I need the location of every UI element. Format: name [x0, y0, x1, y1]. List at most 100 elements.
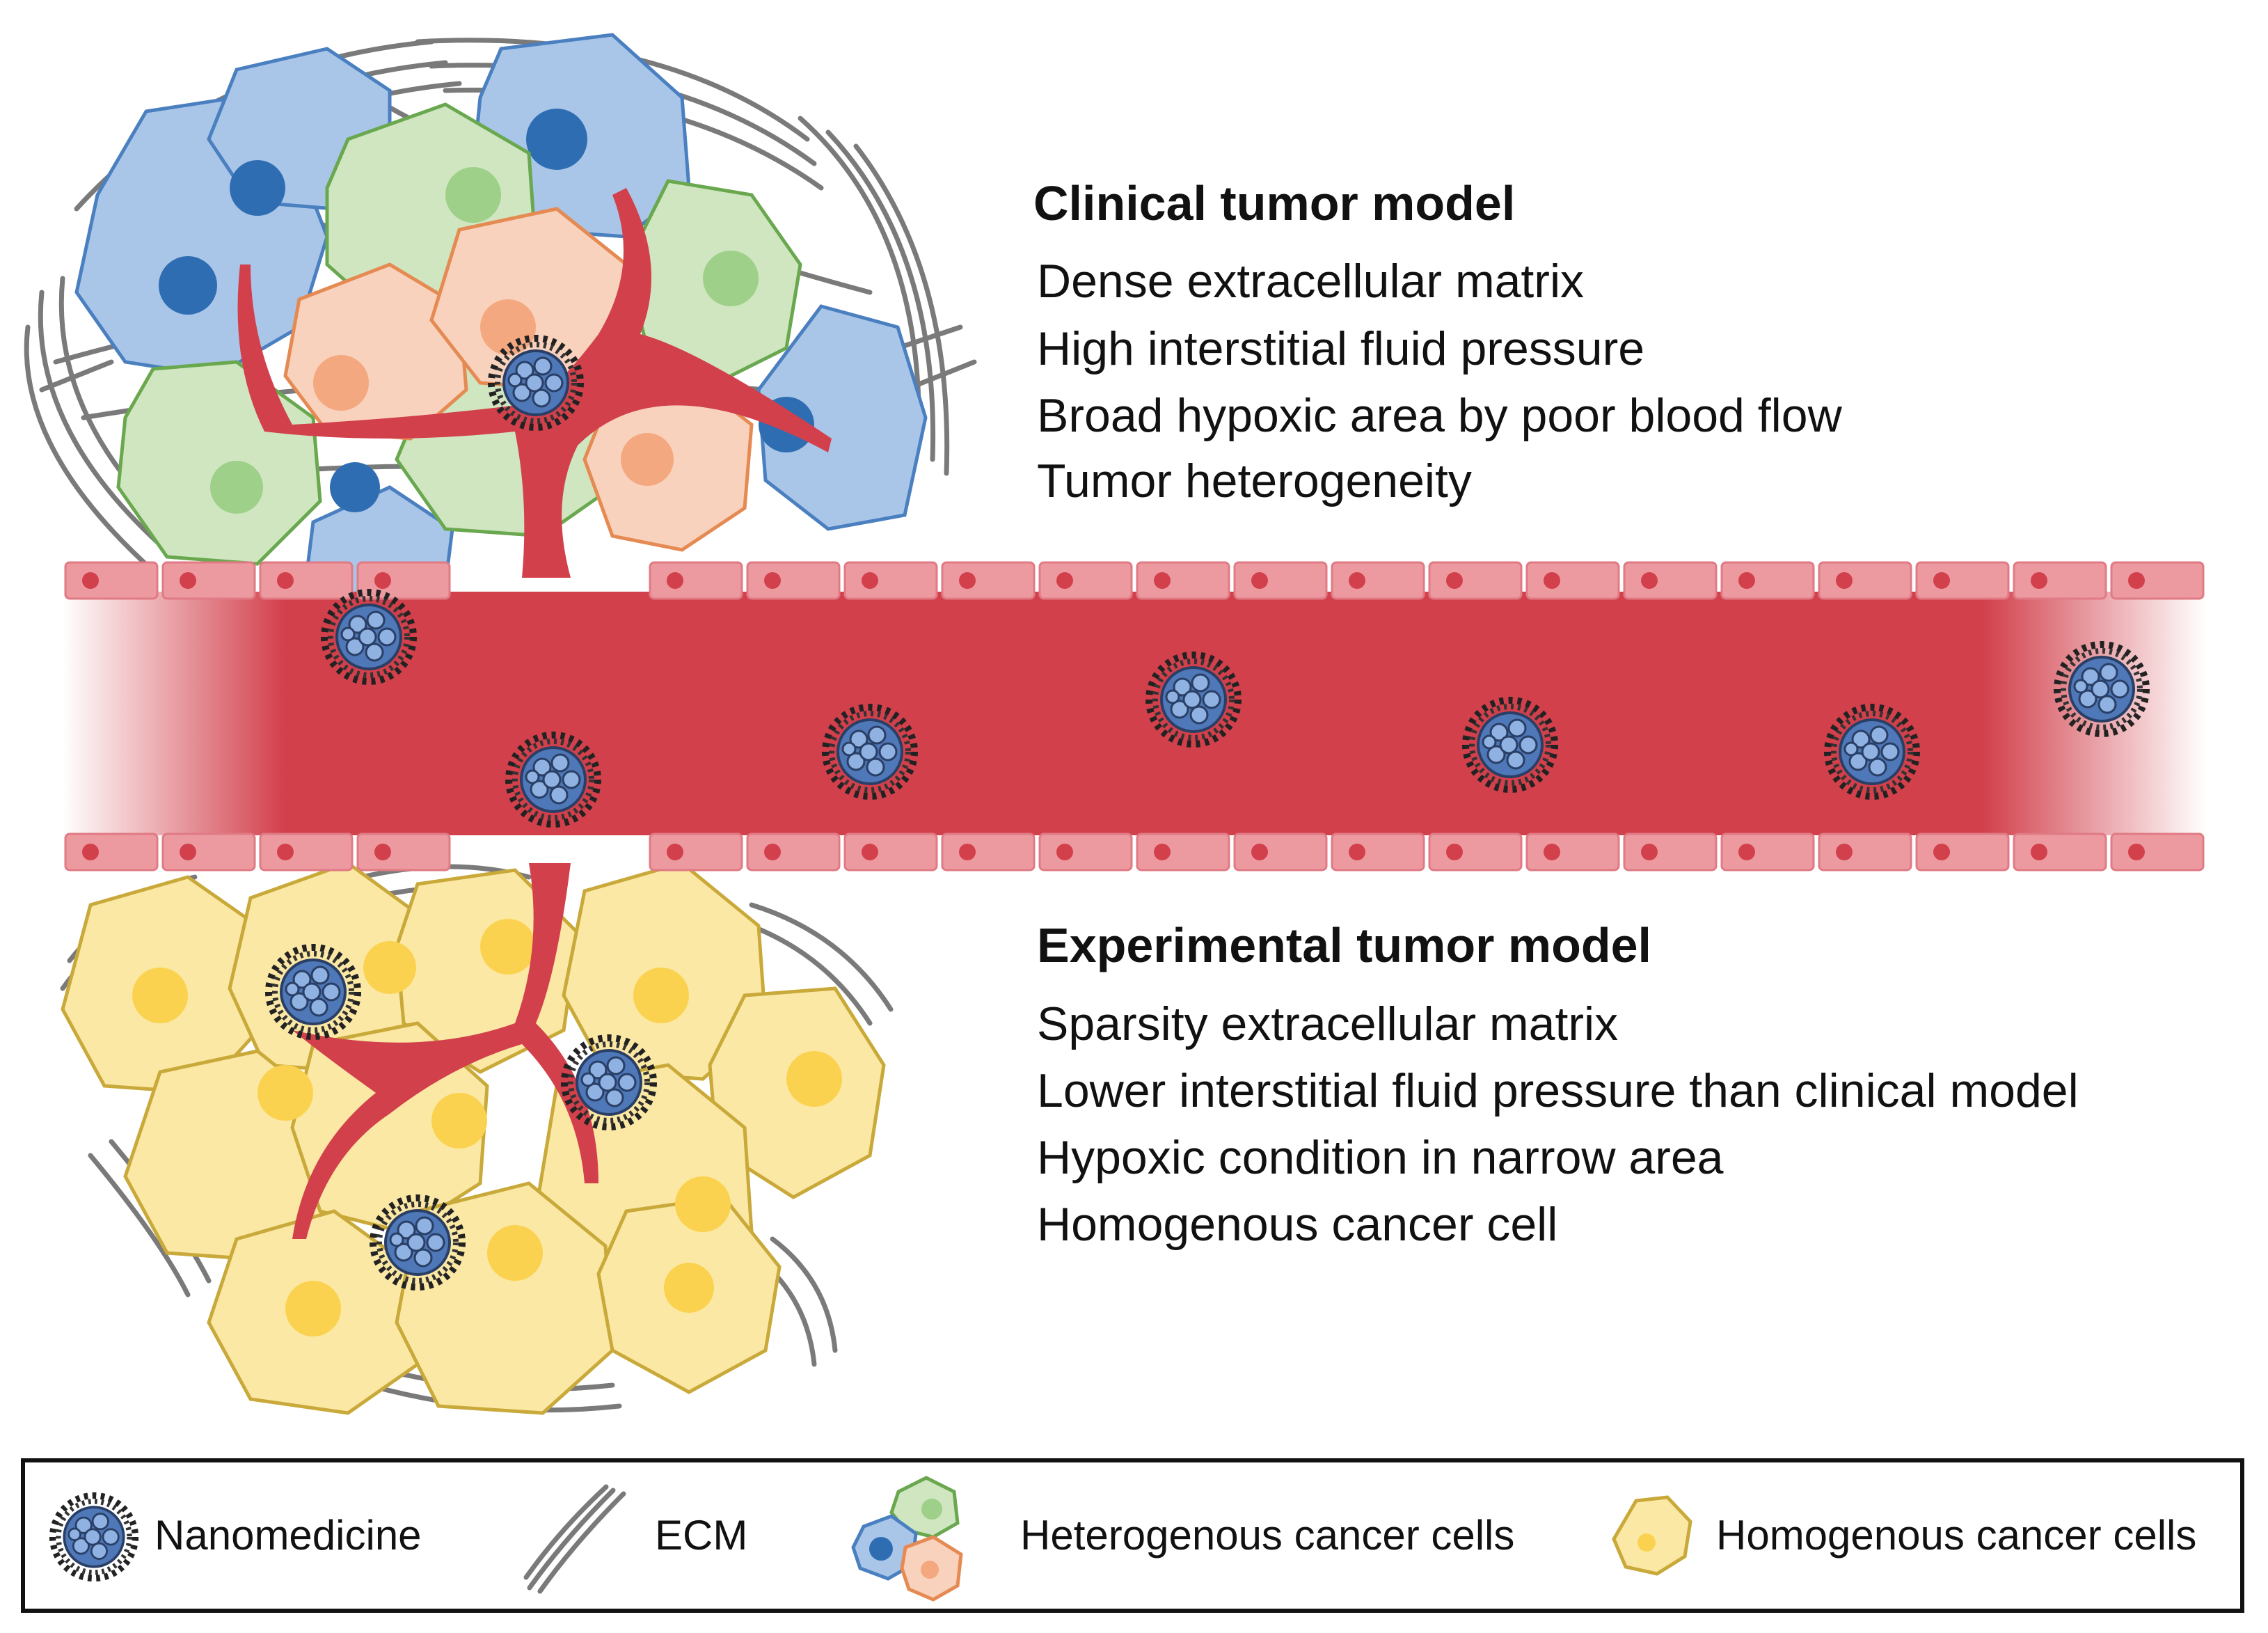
endothelial-cell: [1038, 833, 1133, 871]
endothelial-nucleus: [2031, 572, 2047, 589]
endothelial-nucleus: [1836, 572, 1853, 589]
endothelial-cell: [649, 561, 743, 600]
heterogenous-cells-icon: [851, 1476, 963, 1602]
endothelial-cell: [1818, 833, 1912, 871]
vessel-wall-bottom: [64, 833, 2205, 871]
endothelial-nucleus: [1738, 844, 1755, 860]
endothelial-nucleus: [1349, 572, 1365, 589]
endothelial-nucleus: [1154, 844, 1171, 860]
endothelial-cell: [161, 561, 256, 600]
endothelial-cell: [1136, 561, 1230, 600]
tumor-capillary-experimental: [292, 863, 598, 1239]
experimental-point: Lower interstitial fluid pressure than c…: [1037, 1064, 2079, 1117]
endothelial-cell: [2110, 833, 2205, 871]
endothelial-cell: [259, 561, 354, 600]
endothelial-nucleus: [1933, 844, 1950, 860]
endothelial-nucleus: [667, 572, 683, 589]
legend-nanomedicine-label: Nanomedicine: [154, 1512, 422, 1559]
nanomedicine-icon: [49, 1492, 139, 1582]
endothelial-nucleus: [1738, 572, 1755, 589]
endothelial-cell: [64, 833, 159, 871]
endothelial-nucleus: [959, 844, 976, 860]
endothelial-cell: [941, 833, 1036, 871]
endothelial-nucleus: [1251, 572, 1268, 589]
endothelial-nucleus: [1056, 844, 1073, 860]
endothelial-nucleus: [1154, 572, 1171, 589]
endothelial-nucleus: [1641, 844, 1658, 860]
endothelial-nucleus: [180, 844, 196, 860]
endothelial-nucleus: [277, 844, 294, 860]
endothelial-nucleus: [1446, 572, 1463, 589]
endothelial-cell: [1623, 833, 1718, 871]
endothelial-nucleus: [1544, 844, 1560, 860]
endothelial-cell: [1428, 561, 1523, 600]
endothelial-cell: [2013, 561, 2107, 600]
endothelial-nucleus: [1933, 572, 1950, 589]
endothelial-cell: [1525, 561, 1620, 600]
endothelial-nucleus: [82, 572, 99, 589]
endothelial-cell: [161, 833, 256, 871]
endothelial-cell: [356, 561, 451, 600]
clinical-point: High interstitial fluid pressure: [1037, 322, 1645, 375]
vessel-wall-top: [64, 561, 2205, 600]
endothelial-nucleus: [374, 572, 391, 589]
clinical-point: Broad hypoxic area by poor blood flow: [1037, 389, 1842, 442]
endothelial-nucleus: [374, 844, 391, 860]
endothelial-nucleus: [1349, 844, 1365, 860]
endothelial-cell: [2013, 833, 2107, 871]
endothelial-cell: [1623, 561, 1718, 600]
endothelial-cell: [1525, 833, 1620, 871]
endothelial-nucleus: [667, 844, 683, 860]
clinical-point: Dense extracellular matrix: [1037, 255, 1585, 308]
endothelial-cell: [1038, 561, 1133, 600]
endothelial-cell: [746, 833, 841, 871]
endothelial-nucleus: [764, 572, 781, 589]
endothelial-cell: [2110, 561, 2205, 600]
endothelial-cell: [1233, 561, 1328, 600]
endothelial-nucleus: [862, 844, 878, 860]
endothelial-nucleus: [2128, 844, 2145, 860]
endothelial-nucleus: [277, 572, 294, 589]
endothelial-cell: [1331, 561, 1425, 600]
endothelial-nucleus: [1251, 844, 1268, 860]
heterogenous-tumor-cells: [74, 33, 928, 601]
endothelial-nucleus: [1446, 844, 1463, 860]
endothelial-nucleus: [2128, 572, 2145, 589]
endothelial-cell: [1720, 561, 1815, 600]
endothelial-cell: [1331, 833, 1425, 871]
endothelial-nucleus: [862, 572, 878, 589]
endothelial-nucleus: [2031, 844, 2047, 860]
endothelial-cell: [356, 833, 451, 871]
endothelial-cell: [1818, 561, 1912, 600]
endothelial-cell: [1720, 833, 1815, 871]
experimental-model-title: Experimental tumor model: [1037, 918, 1651, 972]
endothelial-cell: [1233, 833, 1328, 871]
endothelial-cell: [941, 561, 1036, 600]
endothelial-nucleus: [764, 844, 781, 860]
endothelial-cell: [649, 833, 743, 871]
endothelial-nucleus: [180, 572, 196, 589]
endothelial-cell: [843, 833, 938, 871]
endothelial-cell: [64, 561, 159, 600]
endothelial-cell: [1428, 833, 1523, 871]
endothelial-nucleus: [1056, 572, 1073, 589]
clinical-model-title: Clinical tumor model: [1033, 176, 1516, 230]
clinical-point: Tumor heterogeneity: [1037, 455, 1472, 507]
experimental-point: Sparsity extracellular matrix: [1037, 997, 1619, 1050]
legend-heterogenous-label: Heterogenous cancer cells: [1020, 1512, 1515, 1559]
legend: Nanomedicine ECM Heterogenous cancer cel…: [21, 1458, 2244, 1613]
endothelial-cell: [1136, 833, 1230, 871]
endothelial-cell: [843, 561, 938, 600]
homogenous-nuclei: [132, 919, 842, 1336]
endothelial-cell: [1915, 561, 2010, 600]
experimental-point: Hypoxic condition in narrow area: [1037, 1131, 1724, 1184]
experimental-point: Homogenous cancer cell: [1037, 1198, 1558, 1251]
endothelial-cell: [1915, 833, 2010, 871]
endothelial-nucleus: [1836, 844, 1853, 860]
tumor-capillary-clinical: [237, 188, 832, 578]
homogenous-cells-icon: [1612, 1495, 1692, 1576]
endothelial-nucleus: [959, 572, 976, 589]
endothelial-nucleus: [1544, 572, 1560, 589]
legend-homogenous-label: Homogenous cancer cells: [1716, 1512, 2197, 1559]
